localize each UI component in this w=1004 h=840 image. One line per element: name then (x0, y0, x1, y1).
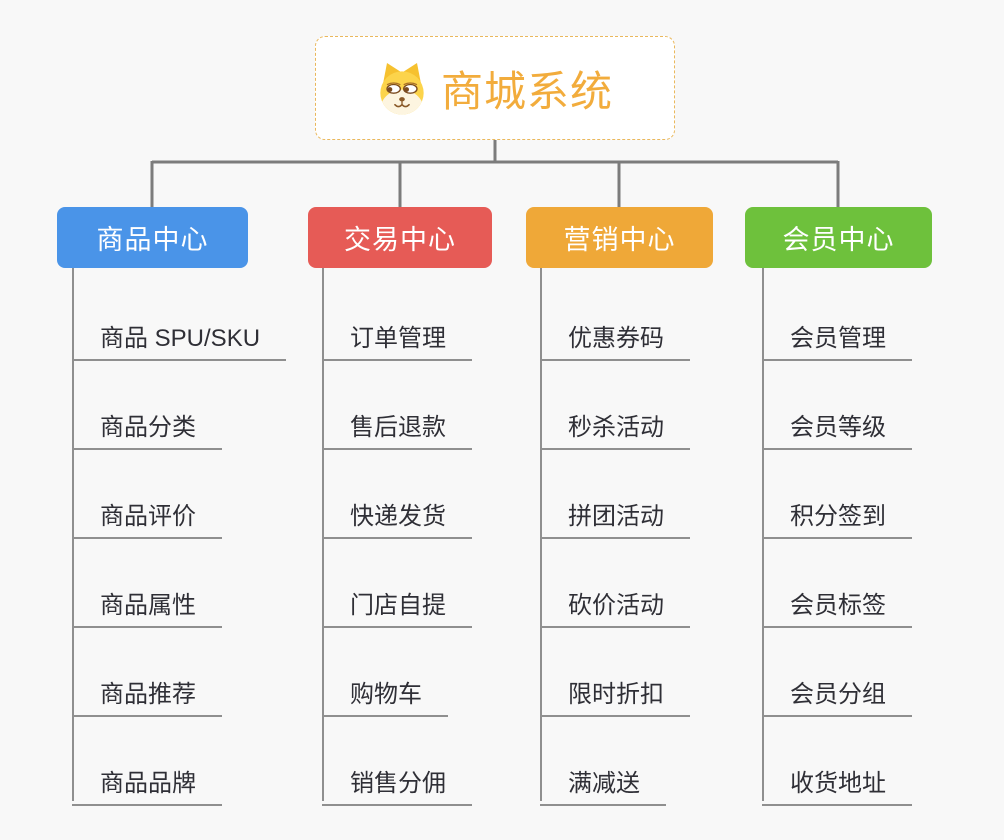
root-title: 商城系统 (440, 67, 613, 115)
leaf-node[interactable]: 拼团活动 (540, 493, 690, 539)
leaf-node[interactable]: 商品分类 (72, 404, 222, 450)
leaf-node[interactable]: 商品品牌 (72, 760, 222, 806)
leaf-node[interactable]: 会员分组 (762, 671, 912, 717)
branch-node-trade-center[interactable]: 交易中心 (308, 207, 492, 268)
leaf-node[interactable]: 快递发货 (322, 493, 472, 539)
leaf-node[interactable]: 商品属性 (72, 582, 222, 628)
branch-node-product-center[interactable]: 商品中心 (57, 207, 248, 268)
leaf-node[interactable]: 会员管理 (762, 315, 912, 361)
leaf-node[interactable]: 收货地址 (762, 760, 912, 806)
leaf-node[interactable]: 订单管理 (322, 315, 472, 361)
leaf-node[interactable]: 购物车 (322, 671, 448, 717)
leaf-node[interactable]: 秒杀活动 (540, 404, 690, 450)
dog-face-icon (380, 63, 424, 115)
leaf-node[interactable]: 会员标签 (762, 582, 912, 628)
branch-node-member-center[interactable]: 会员中心 (745, 207, 932, 268)
leaf-node[interactable]: 会员等级 (762, 404, 912, 450)
branch-label: 会员中心 (782, 225, 895, 255)
branch-label: 交易中心 (344, 225, 456, 255)
leaf-node[interactable]: 门店自提 (322, 582, 472, 628)
leaf-node[interactable]: 售后退款 (322, 404, 472, 450)
leaf-node[interactable]: 商品评价 (72, 493, 222, 539)
root-node[interactable]: 商城系统 (315, 36, 675, 140)
leaf-node[interactable]: 优惠券码 (540, 315, 690, 361)
branch-label: 营销中心 (563, 225, 676, 255)
leaf-node[interactable]: 商品推荐 (72, 671, 222, 717)
branch-label: 商品中心 (96, 225, 209, 255)
leaf-node[interactable]: 砍价活动 (540, 582, 690, 628)
leaf-node[interactable]: 满减送 (540, 760, 666, 806)
branch-node-marketing-center[interactable]: 营销中心 (526, 207, 713, 268)
leaf-node[interactable]: 商品 SPU/SKU (72, 315, 287, 361)
leaf-node[interactable]: 销售分佣 (322, 760, 472, 806)
leaf-node[interactable]: 积分签到 (762, 493, 912, 539)
leaf-node[interactable]: 限时折扣 (540, 671, 690, 717)
